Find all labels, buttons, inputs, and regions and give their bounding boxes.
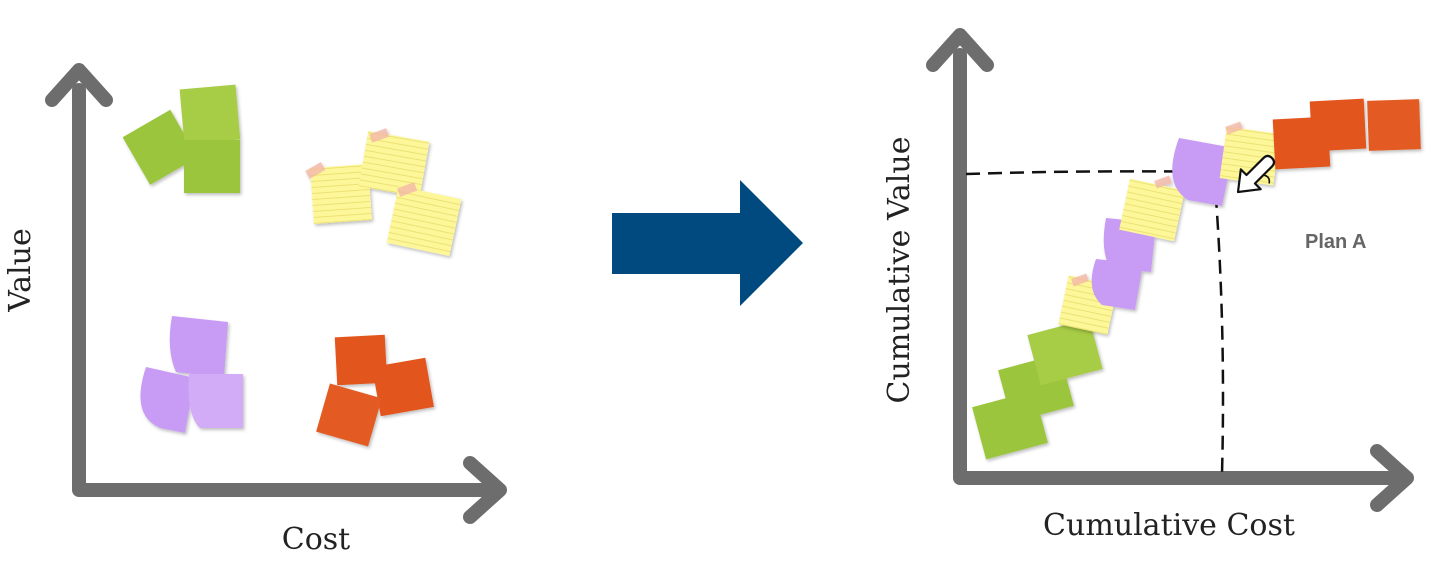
sticky-note-purple [169,316,228,378]
left-diagram: Value Cost [3,63,507,557]
tape [397,182,418,197]
right-y-axis-label: Cumulative Value [882,137,917,404]
right-axes [926,28,1414,512]
sticky-note-purple [140,367,195,433]
sticky-note-yellow [386,185,462,257]
vertical-guide [1212,171,1225,475]
tape [305,162,326,179]
right-x-arrowhead [1370,444,1414,512]
sticky-note-purple [1172,138,1234,206]
left-green-notes [122,84,241,193]
tape [1154,175,1172,189]
left-y-axis-label: Value [3,228,38,312]
horizontal-guide [965,170,1215,176]
sticky-note-yellow [310,164,372,224]
transition-arrow [612,180,803,306]
left-yellow-notes [305,128,462,257]
sticky-note-orange [1309,98,1367,152]
sticky-note-green [179,84,241,145]
right-middle-notes [1058,121,1281,335]
sticky-note-orange [1367,99,1421,151]
left-orange-notes [316,334,434,447]
sticky-note-purple [1091,259,1143,310]
right-x-axis-label: Cumulative Cost [1043,508,1295,543]
sticky-note-purple [188,374,243,428]
pointer-hand-icon [1236,154,1276,194]
sticky-note-orange [372,357,434,417]
sticky-note-yellow [358,131,430,197]
sticky-note-green [122,109,198,185]
right-y-arrowhead [926,28,994,72]
left-x-arrowhead [463,456,507,524]
sticky-note-green [1027,318,1103,386]
left-y-arrowhead [45,63,113,107]
plan-a-guides [965,170,1225,475]
right-diagram: Plan A Cumulative Value Cumulative Cost [882,28,1421,543]
sticky-note-orange [316,383,382,447]
right-orange-notes [1272,98,1421,170]
plan-a-label: Plan A [1305,231,1367,253]
tape [369,128,390,143]
sticky-note-green [184,140,240,193]
tape [1225,121,1243,135]
left-x-axis-label: Cost [282,522,350,557]
sticky-note-yellow [1119,178,1185,242]
left-axes [45,63,507,524]
left-purple-notes [140,316,243,433]
right-y-axis [953,48,1402,485]
left-y-axis [72,83,495,497]
tape [1071,273,1089,287]
right-green-notes [972,318,1103,460]
